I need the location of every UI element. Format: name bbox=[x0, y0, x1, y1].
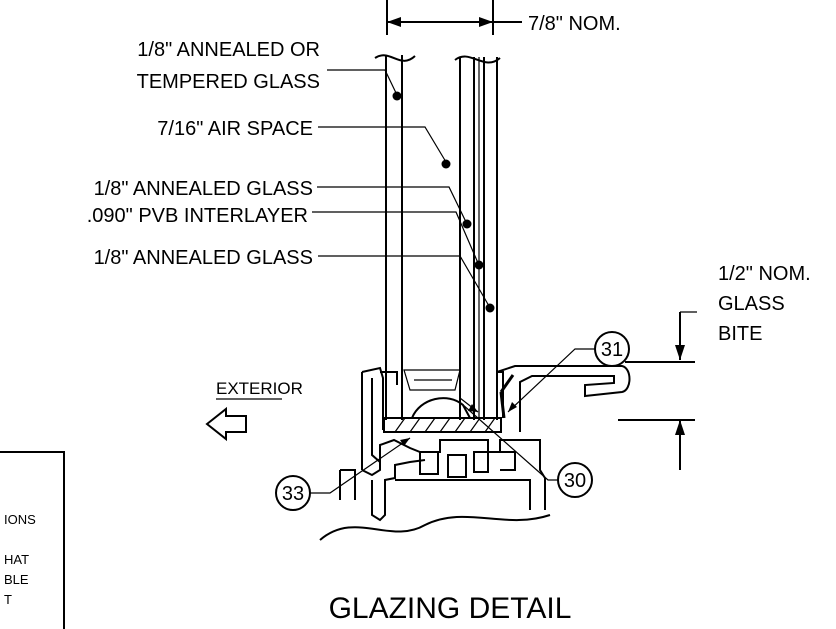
part-callouts: 31 30 33 bbox=[275, 331, 630, 511]
part-number-31: 31 bbox=[601, 339, 623, 361]
callout-labels: 1/8" ANNEALED OR TEMPERED GLASS 7/16" AI… bbox=[87, 39, 320, 269]
glass-panes bbox=[374, 54, 501, 420]
callout-label: .090" PVB INTERLAYER bbox=[87, 205, 308, 227]
note-fragment: HAT bbox=[4, 552, 29, 567]
note-fragment: T bbox=[4, 592, 12, 607]
callout-label: 1/8" ANNEALED OR bbox=[137, 39, 320, 61]
callout-label: 1/8" ANNEALED GLASS bbox=[94, 178, 313, 200]
notes-box: IONS HAT BLE T bbox=[0, 451, 65, 629]
part-number-30: 30 bbox=[564, 470, 586, 492]
exterior-arrow-icon bbox=[205, 406, 247, 442]
callout-label: TEMPERED GLASS bbox=[137, 71, 320, 93]
drawing-title: GLAZING DETAIL bbox=[329, 592, 572, 625]
bite-label-line2: GLASS bbox=[718, 293, 785, 315]
note-fragment: IONS bbox=[4, 512, 36, 527]
bite-label-line1: 1/2" NOM. bbox=[718, 263, 811, 285]
glass-bite-dimension: 1/2" NOM. GLASS BITE bbox=[618, 263, 811, 470]
part-number-33: 33 bbox=[282, 483, 304, 505]
width-dimension: 7/8" NOM. bbox=[386, 0, 621, 35]
bite-label-line3: BITE bbox=[718, 323, 762, 345]
note-fragment: BLE bbox=[4, 572, 29, 587]
callout-leaders bbox=[312, 69, 495, 313]
exterior-indicator: EXTERIOR bbox=[205, 379, 303, 442]
callout-label: 7/16" AIR SPACE bbox=[157, 118, 313, 140]
exterior-label: EXTERIOR bbox=[216, 379, 303, 398]
width-dimension-label: 7/8" NOM. bbox=[528, 13, 621, 35]
callout-label: 1/8" ANNEALED GLASS bbox=[94, 247, 313, 269]
frame-extrusion bbox=[319, 365, 631, 541]
